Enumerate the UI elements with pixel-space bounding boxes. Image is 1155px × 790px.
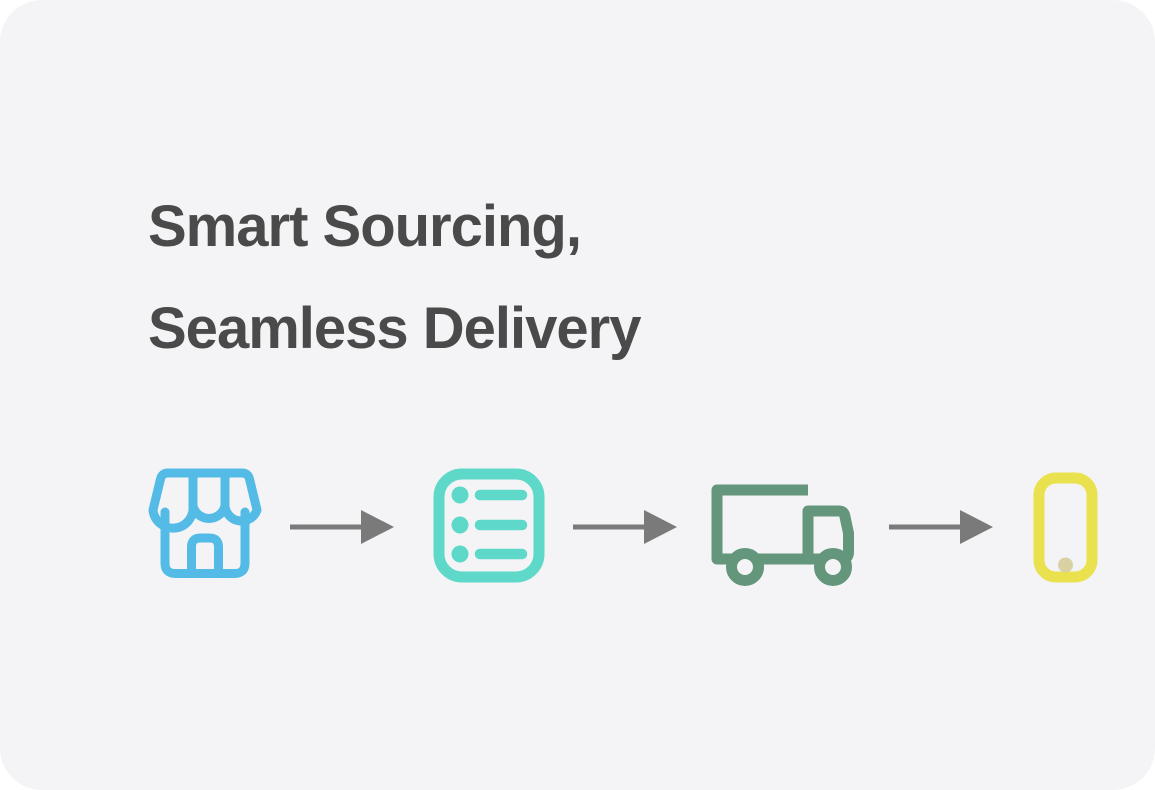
delivery-truck-icon: [711, 484, 854, 586]
mobile-phone-icon: [1033, 472, 1098, 583]
arrow-right-icon: [889, 510, 993, 544]
page-title: Smart Sourcing, Seamless Delivery: [148, 176, 641, 380]
page-title-line2: Seamless Delivery: [148, 296, 641, 361]
order-list-icon: [433, 468, 545, 583]
home-button-dot: [1058, 557, 1073, 573]
storefront-icon: [148, 468, 262, 578]
arrow-right-icon: [573, 510, 677, 544]
page-title-line1: Smart Sourcing,: [148, 194, 582, 259]
arrow-right-icon: [290, 510, 394, 544]
